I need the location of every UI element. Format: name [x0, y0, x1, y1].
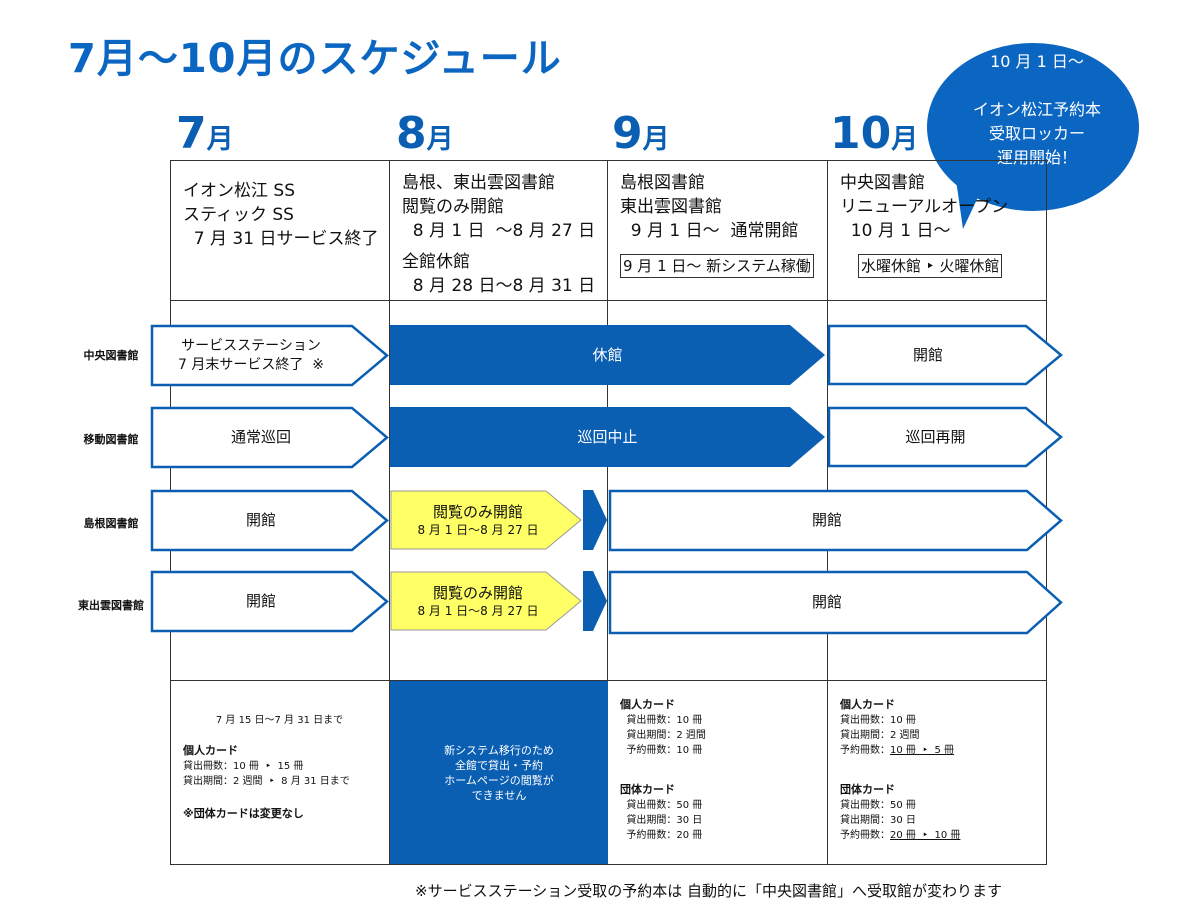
- month-header-sep: 9月: [612, 108, 670, 159]
- arrow-higashiizumo-jul: 開館: [150, 570, 389, 633]
- arrow-central-jul: サービスステーション 7 月末サービス終了 ※: [150, 324, 389, 387]
- month-header-jul: 7月: [176, 108, 234, 159]
- announcement-text: 10 月 1 日～ イオン松江予約本 受取ロッカー 運用開始！: [972, 52, 1101, 167]
- month-header-oct: 10月: [830, 108, 919, 159]
- grid-line: [389, 160, 390, 865]
- arrow-mobile-jul: 通常巡回: [150, 406, 389, 469]
- bottom-jul-note: ※団体カードは変更なし: [183, 807, 304, 820]
- arrow-shimane-open: 開館: [608, 489, 1063, 552]
- bottom-aug-notice: 新システム移行のため 全館で貸出・予約 ホームページの閲覧が できません: [390, 681, 608, 864]
- arrow-higashiizumo-closure-marker: [583, 571, 607, 631]
- info-aug-closure: 全館休館 8 月 28 日～8 月 31 日: [402, 252, 596, 296]
- arrow-shimane-jul: 開館: [150, 489, 389, 552]
- arrow-mobile-suspended: 巡回中止: [390, 407, 825, 467]
- bottom-sep-personal-title: 個人カード: [620, 698, 675, 711]
- row-label-higashiizumo: 東出雲図書館: [78, 599, 144, 612]
- bottom-oct-personal-title: 個人カード: [840, 698, 895, 711]
- info-jul: イオン松江 SS スティック SS 7 月 31 日サービス終了: [183, 181, 379, 249]
- bottom-jul-card-title: 個人カード: [183, 744, 238, 757]
- info-aug-opening: 島根、東出雲図書館 閲覧のみ開館 8 月 1 日 ～8 月 27 日: [402, 173, 596, 241]
- info-sep: 島根図書館 東出雲図書館 9 月 1 日～ 通常開館: [620, 173, 799, 241]
- bottom-oct-group-change: 20 冊 ‣ 10 冊: [890, 830, 961, 841]
- info-sep-system-box: 9 月 1 日～ 新システム稼働: [620, 254, 814, 278]
- bottom-sep-group-title: 団体カード: [620, 783, 675, 796]
- info-oct: 中央図書館 リニューアルオープン 10 月 1 日～: [840, 173, 1009, 241]
- grid-line: [170, 300, 1047, 301]
- arrow-higashiizumo-open: 開館: [608, 570, 1063, 635]
- row-label-mobile: 移動図書館: [83, 433, 139, 446]
- row-label-shimane: 島根図書館: [83, 517, 139, 530]
- arrow-mobile-resumed: 巡回再開: [827, 406, 1063, 468]
- bottom-sep-group: 貸出冊数：50 冊 貸出期間：30 日 予約冊数：20 冊: [626, 800, 703, 841]
- bottom-oct-group-title: 団体カード: [840, 783, 895, 796]
- row-label-central: 中央図書館: [83, 349, 139, 362]
- grid-line: [170, 160, 1047, 161]
- bottom-oct-group: 貸出冊数：50 冊 貸出期間：30 日 予約冊数：20 冊 ‣ 10 冊: [840, 800, 961, 841]
- arrow-shimane-closure-marker: [583, 490, 607, 550]
- info-oct-closing-day-box: 水曜休館 ‣ 火曜休館: [858, 254, 1003, 278]
- bottom-jul-lines: 貸出冊数：10 冊 ‣ 15 冊 貸出期間：2 週間 ‣ 8 月 31 日まで: [183, 761, 350, 787]
- bottom-oct-personal: 貸出冊数：10 冊 貸出期間：2 週間 予約冊数：10 冊 ‣ 5 冊: [840, 715, 955, 756]
- month-header-aug: 8月: [396, 108, 454, 159]
- arrow-central-open: 開館: [827, 324, 1063, 386]
- grid-line: [607, 160, 608, 865]
- grid-line: [170, 864, 1047, 865]
- announcement-bubble: [927, 43, 1139, 229]
- footnote: ※サービスステーション受取の予約本は 自動的に「中央図書館」へ受取館が変わります: [415, 882, 1003, 900]
- bottom-jul-period: 7 月 15 日～7 月 31 日まで: [215, 715, 344, 726]
- page-title: 7月～10月のスケジュール: [68, 36, 562, 82]
- bottom-oct-personal-change: 10 冊 ‣ 5 冊: [890, 745, 955, 756]
- bottom-sep-personal: 貸出冊数：10 冊 貸出期間：2 週間 予約冊数：10 冊: [626, 715, 706, 756]
- grid-line: [170, 680, 1047, 681]
- arrow-central-closed: 休館: [390, 325, 825, 385]
